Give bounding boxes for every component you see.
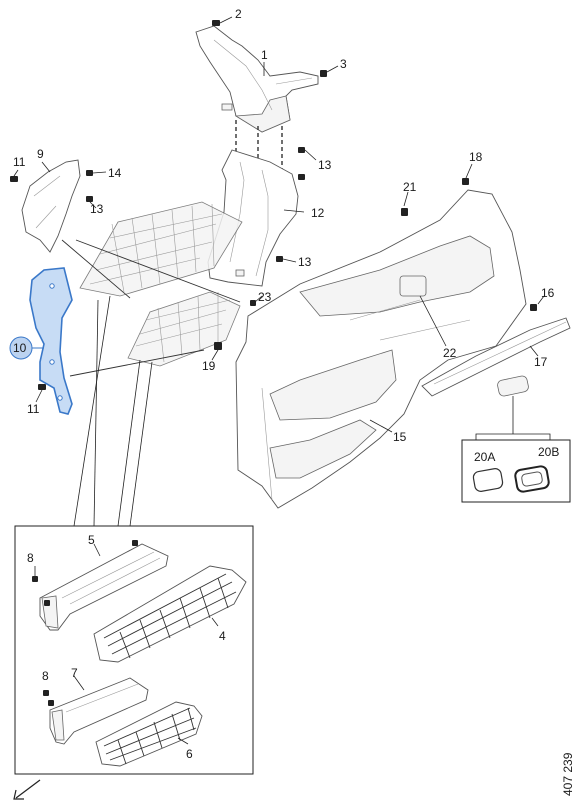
part-2-screw [212,16,233,26]
part-7-lower-step-frame [48,677,149,745]
detail-leaders [73,543,219,745]
callout-23: 23 [258,290,272,304]
part-11-screw-lower [38,384,46,390]
callout-1: 1 [261,48,268,62]
callout-8-lower: 8 [42,669,49,683]
part-4-upper-step-grate [93,565,247,663]
callout-15: 15 [393,430,407,444]
callout-13-left: 13 [90,202,104,216]
callout-14: 14 [108,166,122,180]
callout-6: 6 [186,747,193,761]
part-8-screw-upper [32,566,38,582]
figure-number: 407 239 [561,752,575,796]
part-17-trim-strip [421,317,571,397]
callout-19: 19 [202,359,216,373]
callout-18: 18 [469,150,483,164]
callout-4: 4 [219,629,226,643]
callout-12: 12 [311,206,325,220]
part-11-screw-upper [10,176,18,182]
detail-box-leaders [73,295,153,527]
callout-2: 2 [235,7,242,21]
part-20a-icon [472,468,504,492]
callout-17: 17 [534,355,548,369]
callout-11-upper: 11 [13,155,26,169]
detail-20-link [475,396,551,440]
right-fasteners [250,178,537,311]
part-3-nut [320,65,339,77]
callout-3: 3 [340,57,347,71]
part-1-upper-bracket [195,25,319,133]
part-15-side-panel [235,189,527,509]
part-10-callout-badge [9,336,44,360]
callout-20b: 20B [538,445,559,459]
callout-8-upper: 8 [27,551,34,565]
main-view-leaders [13,62,545,433]
callout-13-top: 13 [318,158,332,172]
callout-10: 10 [13,341,27,355]
callout-5: 5 [88,533,95,547]
part-5-upper-step-frame [39,540,169,631]
part-8-screw-lower [43,690,49,696]
callout-11-lower: 11 [27,402,40,416]
part-9-left-bracket [21,159,81,253]
fastener-13-group [86,147,317,263]
orientation-arrow-icon [13,779,41,800]
part-10-highlighted-stay [29,267,73,415]
step-lower-main-view [127,291,241,367]
part-6-lower-step-grate [95,701,203,767]
callout-13-mid: 13 [298,255,312,269]
part-20-lens [497,375,529,397]
part-19-clip [214,342,222,350]
callout-7: 7 [71,666,78,680]
step-upper-main-view [79,201,243,297]
callout-9: 9 [37,147,44,161]
callout-22: 22 [443,346,457,360]
part-12-bracket-panel [207,149,299,287]
part-20b-icon [514,465,550,493]
callout-16: 16 [541,286,555,300]
step-dashed-lines [61,239,241,377]
callout-21: 21 [403,180,417,194]
callout-20a: 20A [474,450,495,464]
